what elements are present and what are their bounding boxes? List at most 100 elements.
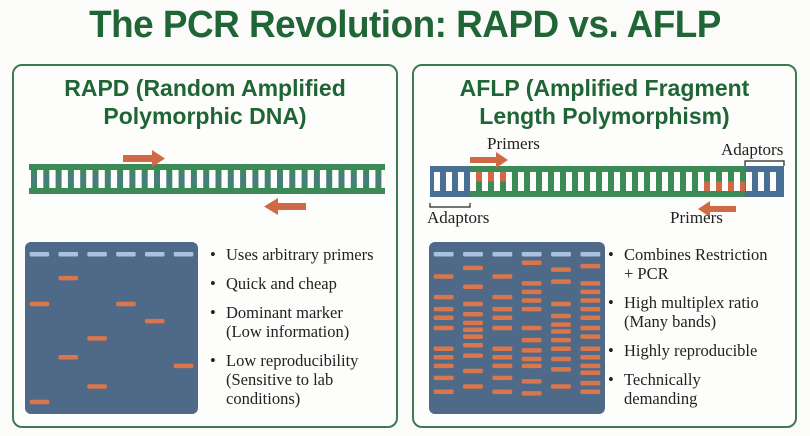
- gel-band: [551, 301, 571, 307]
- dna-rung-gap: [710, 172, 716, 191]
- gel-band: [463, 265, 483, 271]
- gel-band: [521, 379, 542, 384]
- gel-band: [521, 325, 542, 331]
- gel-well: [551, 252, 571, 257]
- dna-rung: [55, 170, 62, 188]
- gel-band: [580, 370, 601, 376]
- dna-rung-gap: [494, 172, 500, 191]
- dna-rung: [277, 170, 283, 188]
- gel-band: [433, 346, 454, 351]
- dna-rung: [264, 170, 271, 188]
- gel-band: [492, 346, 513, 351]
- dna-rung: [338, 170, 345, 188]
- gel-band: [551, 337, 571, 343]
- gel-band: [144, 318, 165, 324]
- rapd-title-line2: Polymorphic DNA): [103, 103, 307, 129]
- gel-band: [433, 325, 454, 331]
- aflp-gel: [429, 242, 605, 414]
- rapd-gel: [25, 242, 198, 414]
- dna-rung: [104, 170, 111, 188]
- gel-band: [551, 322, 571, 327]
- gel-band: [463, 343, 483, 348]
- dna-rung: [190, 170, 197, 188]
- gel-well: [87, 252, 107, 257]
- dna-rung-gap: [758, 172, 764, 191]
- gel-band: [173, 363, 194, 369]
- gel-band: [29, 301, 50, 307]
- dna-rung: [43, 170, 50, 188]
- primers-label-bottom: Primers: [670, 208, 723, 227]
- dna-rung-gap: [674, 172, 680, 191]
- gel-lane-2: [463, 252, 483, 389]
- gel-band: [433, 363, 454, 369]
- dna-rung: [301, 170, 308, 188]
- dna-rung: [350, 170, 357, 188]
- dna-rung-gap: [446, 172, 452, 191]
- gel-band: [580, 289, 601, 295]
- dna-rung: [117, 170, 124, 188]
- dna-rung-gap: [578, 172, 584, 191]
- reverse-primer-arrow-icon: [698, 201, 736, 217]
- gel-lane-4: [521, 252, 542, 396]
- gel-band: [87, 384, 107, 389]
- gel-band: [580, 325, 601, 331]
- gel-band: [58, 355, 79, 360]
- gel-well: [173, 252, 194, 257]
- primers-label-top: Primers: [487, 134, 540, 153]
- gel-band: [433, 306, 454, 312]
- gel-well: [29, 252, 50, 257]
- gel-band: [58, 275, 79, 281]
- gel-band: [492, 325, 513, 331]
- aflp-panel: AFLP (Amplified Fragment Length Polymorp…: [412, 64, 797, 428]
- dna-rung-gap: [554, 172, 560, 191]
- gel-well: [521, 252, 542, 257]
- gel-lane-5: [144, 252, 165, 324]
- dna-rung-gap: [518, 172, 524, 191]
- aflp-title: AFLP (Amplified Fragment Length Polymorp…: [414, 74, 795, 130]
- gel-band: [521, 260, 542, 265]
- dna-rung: [178, 170, 185, 188]
- gel-well: [116, 252, 136, 257]
- dna-rung-gap: [734, 172, 740, 191]
- dna-rung: [67, 170, 74, 188]
- dna-rung-gap: [434, 172, 440, 191]
- adaptors-label-left: Adaptors: [427, 208, 490, 227]
- gel-well: [580, 252, 601, 257]
- gel-band: [433, 294, 454, 300]
- dna-rung: [227, 170, 234, 188]
- page-title: The PCR Revolution: RAPD vs. AFLP: [89, 4, 721, 46]
- gel-band: [492, 375, 513, 381]
- gel-lane-3: [87, 252, 107, 389]
- adaptors-label-right: Adaptors: [721, 140, 784, 159]
- gel-lane-4: [116, 252, 136, 307]
- gel-band: [463, 334, 483, 339]
- dna-rung-gap: [530, 172, 536, 191]
- fragment-top-strand: [470, 166, 745, 172]
- dna-rung: [129, 170, 136, 188]
- gel-lane-5: [551, 252, 571, 389]
- gel-band: [521, 298, 542, 303]
- gel-lane-1: [433, 252, 454, 394]
- dna-rung: [154, 170, 160, 188]
- gel-well: [492, 252, 513, 257]
- aflp-diagram: [429, 152, 785, 414]
- dna-rung: [240, 170, 247, 188]
- gel-well: [463, 252, 483, 257]
- dna-rung: [166, 170, 173, 188]
- gel-band: [463, 320, 483, 326]
- rapd-bullet: Low reproducibility(Sensitive to labcond…: [210, 351, 395, 408]
- gel-band: [580, 306, 601, 312]
- forward-primer-arrow-icon: [470, 152, 508, 168]
- aflp-title-line2: Length Polymorphism): [479, 103, 730, 129]
- gel-band: [551, 367, 571, 372]
- gel-band: [580, 334, 601, 339]
- adaptor-right-top: [745, 166, 784, 172]
- gel-band: [551, 279, 571, 284]
- dna-rung: [289, 170, 296, 188]
- gel-band: [521, 391, 542, 396]
- dna-rung: [326, 170, 333, 188]
- rapd-diagram: [25, 150, 385, 414]
- gel-band: [521, 306, 542, 312]
- rapd-bullet: Dominant marker(Low information): [210, 303, 395, 341]
- gel-band: [463, 301, 483, 307]
